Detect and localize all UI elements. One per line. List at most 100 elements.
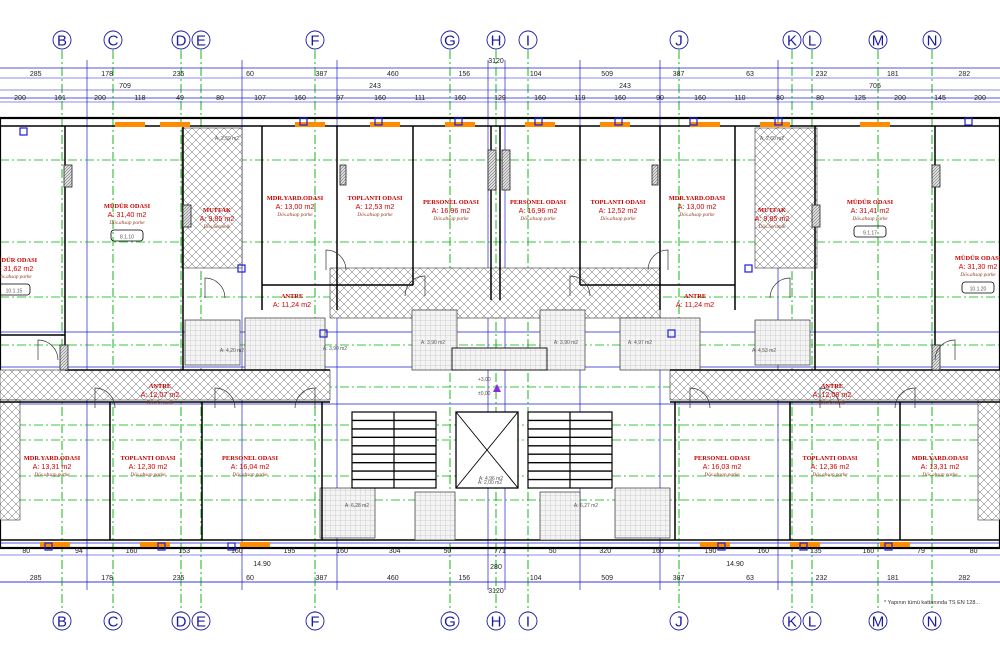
room-code-box — [0, 283, 31, 296]
axis-label: G — [444, 614, 456, 631]
dim-total-bottom: 3120 — [488, 588, 504, 595]
dim-bottom-row1: 320 — [599, 548, 611, 555]
room-floor-note: Dös.Seramik — [203, 224, 231, 230]
dim-top-row3: 80 — [216, 95, 224, 102]
axis-circle — [868, 30, 888, 50]
axis-label: I — [526, 33, 530, 50]
axis-label: H — [491, 614, 502, 631]
door-swing — [769, 277, 791, 299]
axis-bubble-g: G — [440, 30, 460, 50]
wet-area — [414, 491, 456, 541]
column — [501, 149, 511, 191]
axis-circle — [191, 611, 211, 631]
room-floor-note: Dös.ahsap parke — [432, 216, 469, 222]
room-area: A: 31,41 m2 — [851, 206, 890, 215]
room-code-box — [961, 281, 995, 294]
room-floor-note: Dös.ahsap parke — [703, 472, 740, 478]
axis-bubble-i: I — [518, 30, 538, 50]
electrical-symbol — [799, 542, 808, 551]
axis-label: I — [526, 614, 530, 631]
column — [931, 344, 941, 371]
small-room-area: A: 2,59 m2 — [215, 136, 239, 142]
dim-top-row3: 119 — [574, 95, 585, 102]
wet-area — [319, 487, 376, 539]
door-swing — [214, 387, 236, 409]
electrical-symbol — [44, 542, 53, 551]
room-area: A: 12,07 m2 — [141, 390, 180, 399]
axis-circle — [802, 30, 822, 50]
room-area: A: 13,00 m2 — [678, 202, 717, 211]
dim-top-row1: 178 — [101, 71, 113, 78]
dim-bottom-row1: 50 — [443, 548, 451, 555]
dim-top-row3: 160 — [694, 95, 706, 102]
column — [811, 204, 821, 228]
room-area: A: 31,62 m2 — [0, 264, 33, 273]
axis-circle — [103, 611, 123, 631]
dim-top-row1: 235 — [173, 71, 185, 78]
room-name: ANTRE — [149, 383, 171, 390]
dim-top-row1: 282 — [958, 71, 970, 78]
dim-top-row3: 160 — [294, 95, 306, 102]
level-text: ±0,00 — [478, 391, 491, 397]
axis-bubble-e: E — [191, 30, 211, 50]
room-area: A: 16,03 m2 — [703, 462, 742, 471]
dim-bottom-row1: 79 — [917, 548, 925, 555]
axis-circle — [52, 30, 72, 50]
axis-bubble-m: M — [868, 611, 888, 631]
outer-wall — [0, 116, 1000, 550]
dim-top-row3: 118 — [134, 95, 145, 102]
tiled-floor — [0, 399, 21, 521]
axis-circle — [486, 611, 506, 631]
dim-top-row2: 705 — [869, 83, 881, 90]
dim-top-row3: 160 — [374, 95, 386, 102]
room-floor-note: Dös.ahsap parke — [678, 212, 715, 218]
axis-bubble-m: M — [868, 30, 888, 50]
room-floor-note: Dös.ahsap parke — [811, 472, 848, 478]
window-frame — [240, 542, 270, 547]
axis-bubble-e: E — [191, 611, 211, 631]
room-area: A: 12,08 m2 — [813, 390, 852, 399]
dim-bottom-row2: 282 — [958, 575, 970, 582]
room-name: TOPLANTI ODASI — [802, 455, 858, 462]
column — [339, 164, 347, 186]
axis-label: M — [872, 33, 885, 50]
room-name: MUTFAK — [758, 207, 786, 214]
window-frame — [40, 542, 70, 547]
axis-circle — [305, 611, 325, 631]
axis-circle — [782, 30, 802, 50]
axis-bubble-n: N — [922, 30, 942, 50]
dim-top-row1: 156 — [458, 71, 470, 78]
room-code-box — [853, 225, 887, 238]
dim-bottom-row1: 50 — [549, 548, 557, 555]
axis-label: F — [310, 33, 319, 50]
axis-label: H — [491, 33, 502, 50]
door-swing — [689, 387, 711, 409]
room-area: A: 31,30 m2 — [959, 262, 998, 271]
window-frame — [295, 122, 325, 127]
room-name: PERSONEL ODASI — [423, 199, 479, 206]
door-swing — [294, 387, 316, 409]
small-room-area: A: 4,53 m2 — [752, 348, 776, 354]
axis-label: J — [675, 614, 683, 631]
room-floor-note: Dös.ahsap parke — [921, 472, 958, 478]
room-area: A: 9,85 m2 — [200, 214, 235, 223]
small-room-area: A: 2,60 m2 — [760, 136, 784, 142]
column — [63, 164, 73, 188]
axis-bubble-i: I — [518, 611, 538, 631]
wet-area — [614, 487, 671, 539]
room-name: PERSONEL ODASI — [222, 455, 278, 462]
wet-area — [411, 309, 458, 371]
axis-circle — [868, 611, 888, 631]
room-floor-note: Dös.Seramik — [146, 400, 174, 406]
room-name: TOPLANTI ODASI — [120, 455, 176, 462]
level-marker — [493, 384, 501, 392]
